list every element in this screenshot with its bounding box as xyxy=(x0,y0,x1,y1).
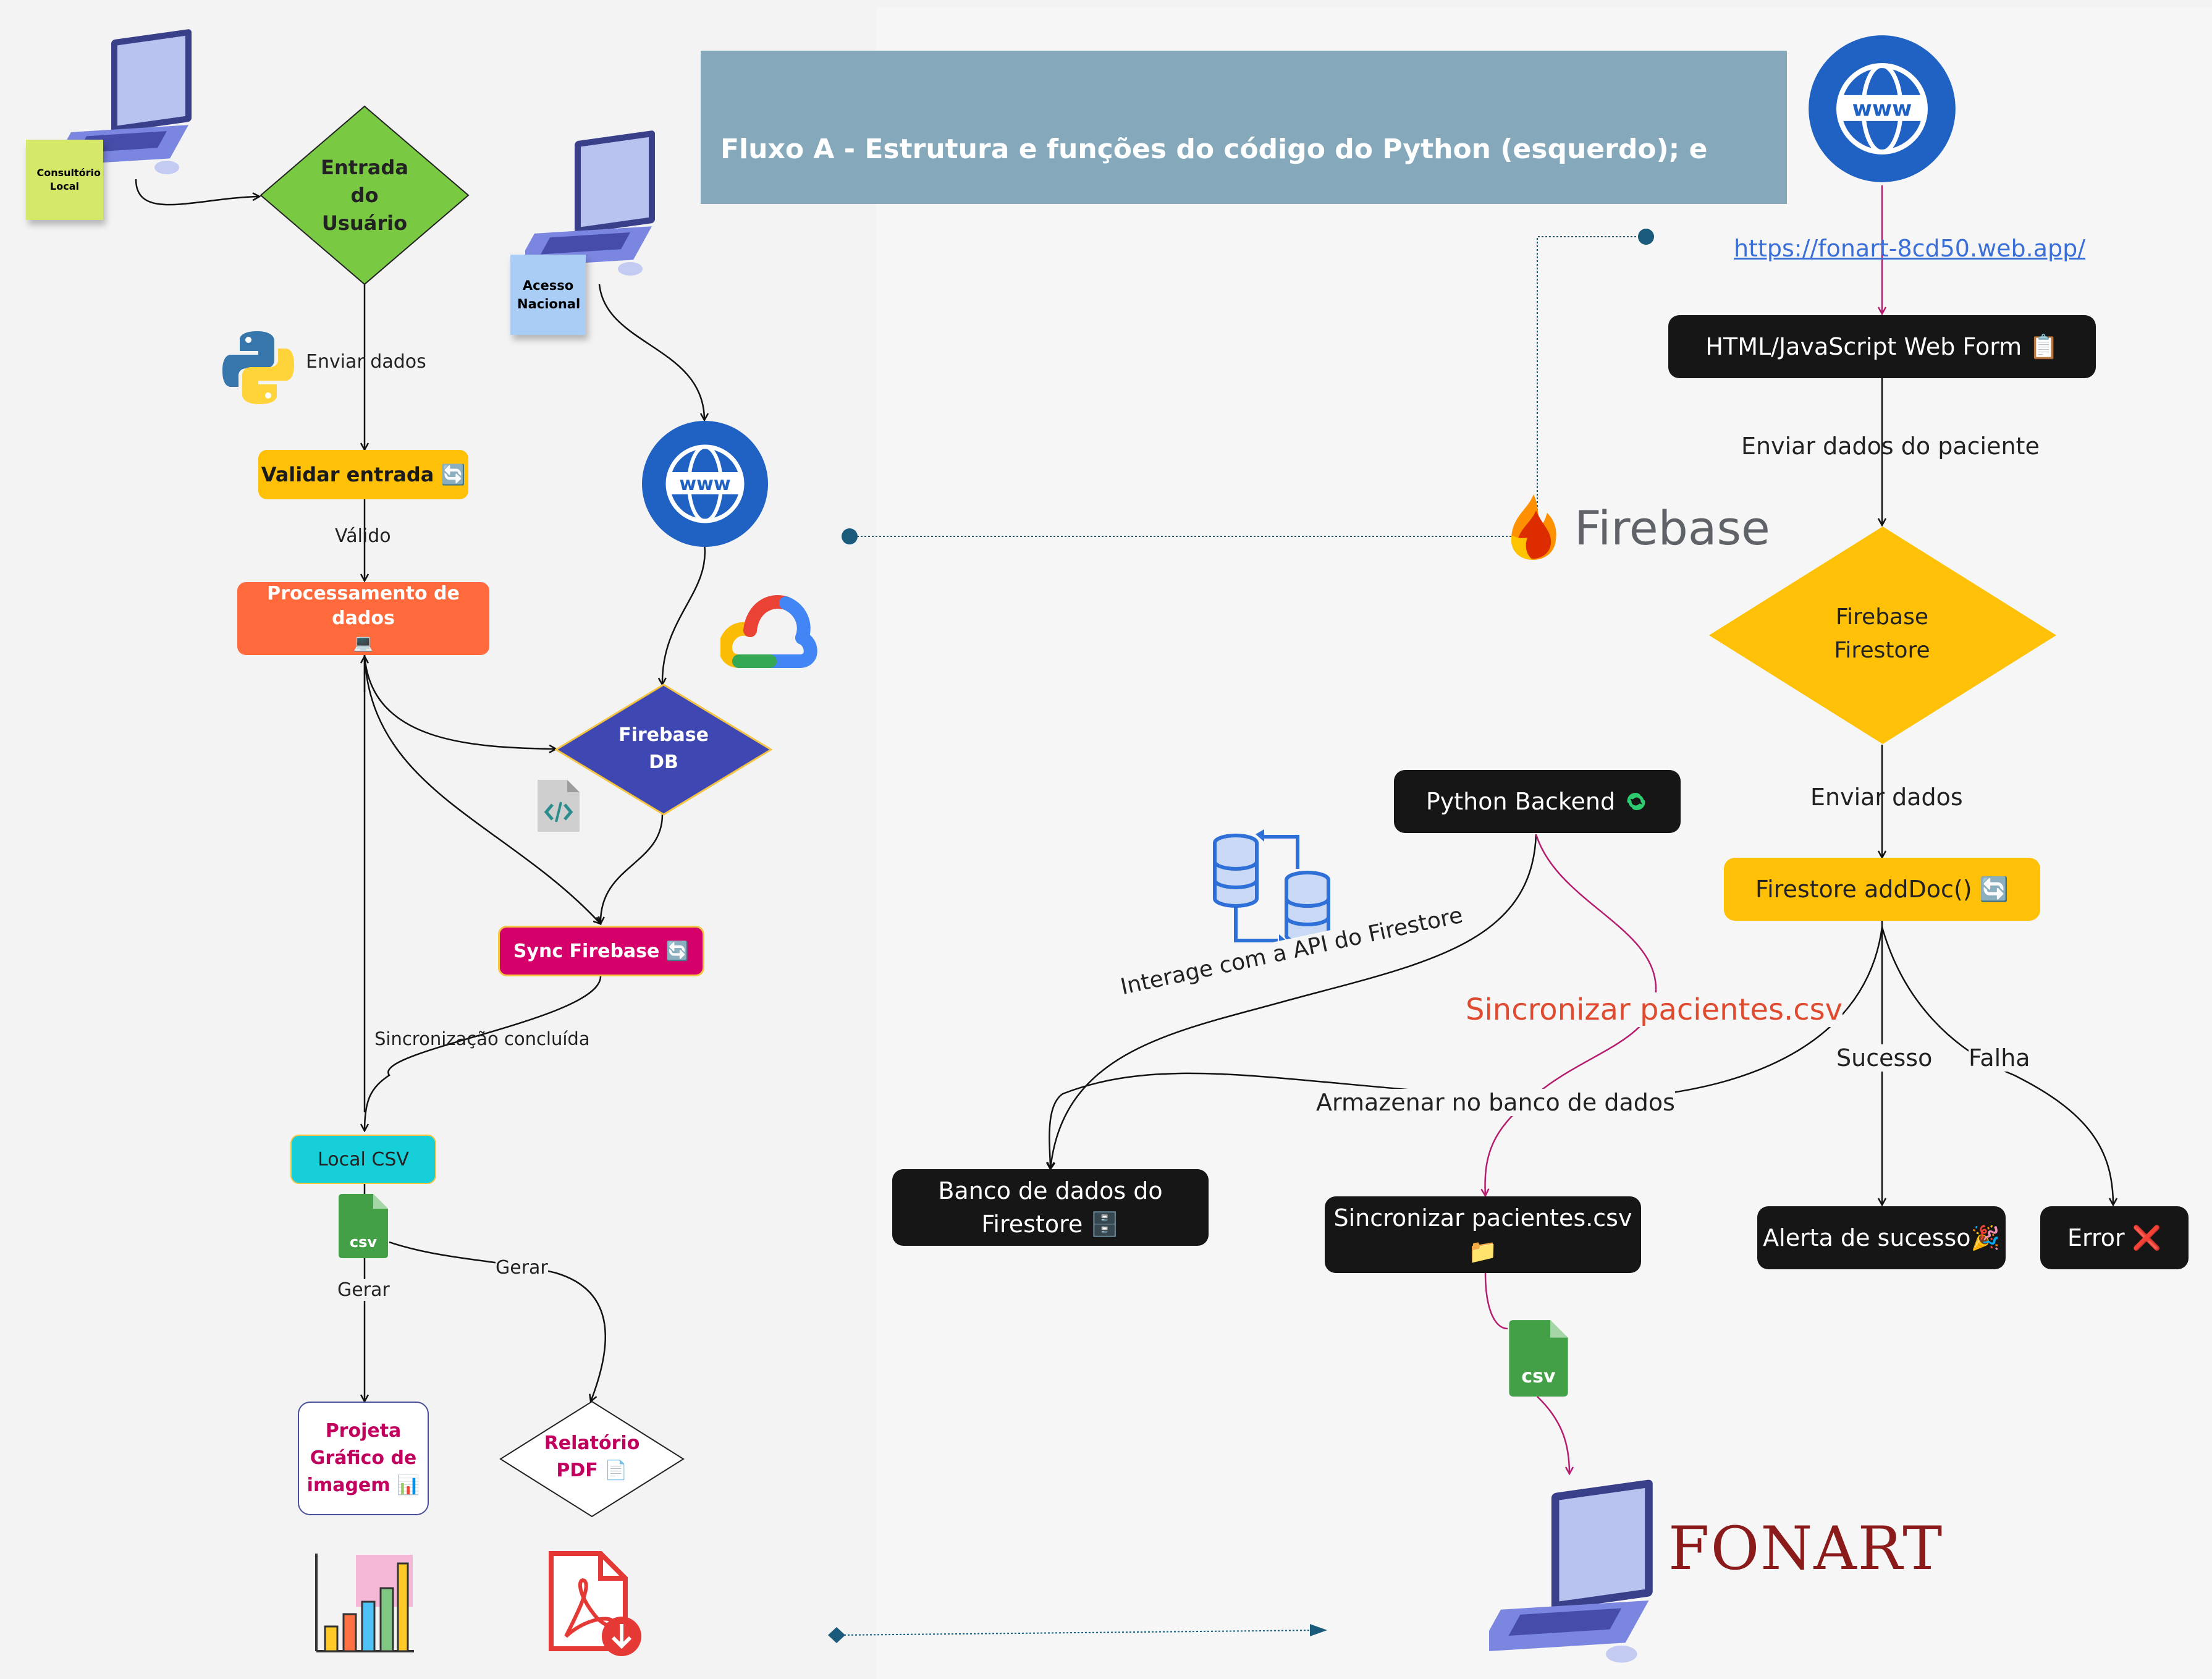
arrow-laptop-entrada xyxy=(135,179,260,206)
label-gerar-right: Gerar xyxy=(496,1257,548,1279)
python-backend-box: Python Backend xyxy=(1394,770,1681,833)
arrow-adddoc-banco xyxy=(1049,926,1883,1169)
connector-diamond-bottom xyxy=(828,1627,845,1643)
arrow-sync-localcsv xyxy=(365,976,602,1131)
connector-firebase-up xyxy=(1537,236,1646,536)
arrow-adddoc-error xyxy=(1881,926,2113,1205)
svg-text:www: www xyxy=(679,473,730,495)
arrow-nacional-www xyxy=(598,284,704,420)
firebase-db-diamond xyxy=(555,683,772,816)
alerta-sucesso-box: Alerta de sucesso🎉 xyxy=(1757,1206,2006,1269)
entrada-line2: do xyxy=(350,184,379,207)
csv-file-icon: csv xyxy=(1508,1316,1569,1400)
firebase-db-line1: Firebase xyxy=(618,724,709,746)
label-enviar-dados-paciente: Enviar dados do paciente xyxy=(1741,433,2040,460)
relatorio-pdf-diamond xyxy=(499,1400,685,1518)
csv-icon-label: csv xyxy=(349,1233,378,1251)
firestore-line1: Firebase xyxy=(1835,604,1929,630)
python-icon xyxy=(222,331,294,404)
connector-arrow-bottom xyxy=(1310,1624,1327,1636)
google-cloud-icon xyxy=(720,595,817,668)
arrow-firebasedb-sync xyxy=(601,814,664,924)
www-globe-icon: www xyxy=(642,421,768,547)
label-falha: Falha xyxy=(1969,1044,2030,1072)
sync-firebase-box: Sync Firebase 🔄 xyxy=(498,926,704,976)
projeta-grafico-box: Projeta Gráfico de imagem 📊 xyxy=(298,1402,429,1515)
error-box: Error ❌ xyxy=(2040,1206,2189,1269)
label-sincronizar-pacientes: Sincronizar pacientes.csv xyxy=(1466,992,1843,1027)
sticky-consultorio-local: Consultório Local xyxy=(26,140,103,220)
csv-file-icon: csv xyxy=(337,1193,389,1259)
arrow-sincronizar-csvicon xyxy=(1484,1272,1508,1330)
backend-logo-icon xyxy=(1627,792,1645,811)
bar-chart-icon xyxy=(315,1554,414,1652)
arrow-csv-relatorio xyxy=(389,1241,606,1402)
laptop-icon xyxy=(1489,1479,1653,1663)
connector-dot-top xyxy=(1638,229,1654,245)
title-banner: Fluxo A - Estrutura e funções do código … xyxy=(701,51,1787,204)
sincronizar-pacientes-box: Sincronizar pacientes.csv 📁 xyxy=(1325,1196,1641,1273)
relatorio-line2: PDF 📄 xyxy=(556,1460,628,1481)
connector-bottom xyxy=(836,1630,1323,1636)
local-csv-box: Local CSV xyxy=(290,1135,436,1184)
pdf-file-icon xyxy=(549,1551,641,1656)
connector-dot-left xyxy=(842,528,858,544)
arrow-backend-banco xyxy=(1050,834,1537,1169)
banco-dados-firestore-box: Banco de dados do Firestore 🗄️ xyxy=(892,1169,1209,1246)
database-sync-icon xyxy=(1213,829,1330,947)
web-form-box: HTML/JavaScript Web Form 📋 xyxy=(1668,315,2096,378)
www-globe-icon: www xyxy=(1809,35,1956,182)
arrow-csvicon-fonart xyxy=(1537,1396,1569,1474)
arrow-proc-sync xyxy=(363,654,601,924)
banner-title: Fluxo A - Estrutura e funções do código … xyxy=(720,133,1708,165)
laptop-icon xyxy=(525,130,655,276)
firebase-db-line2: DB xyxy=(649,751,678,773)
arrow-proc-firebasedb xyxy=(363,654,556,749)
entrada-usuario-diamond xyxy=(260,105,470,285)
label-enviar-dados-right: Enviar dados xyxy=(1810,784,1963,811)
label-armazenar-banco: Armazenar no banco de dados xyxy=(1316,1089,1675,1116)
firebase-flame-icon xyxy=(1511,494,1556,560)
entrada-line3: Usuário xyxy=(321,211,408,235)
label-sincronizacao-concluida: Sincronização concluída xyxy=(374,1028,590,1049)
validar-entrada-box: Validar entrada 🔄 xyxy=(258,450,468,499)
processamento-dados-box: Processamento de dados 💻 xyxy=(237,582,489,655)
code-file-icon xyxy=(538,780,580,832)
entrada-line1: Entrada xyxy=(321,156,408,179)
fonart-logo: FONART xyxy=(1668,1514,1944,1583)
app-url-link[interactable]: https://fonart-8cd50.web.app/ xyxy=(1734,235,2086,262)
label-valido: Válido xyxy=(335,525,391,547)
label-enviar-dados-left: Enviar dados xyxy=(306,351,426,373)
relatorio-line1: Relatório xyxy=(544,1432,640,1454)
label-gerar-left: Gerar xyxy=(337,1279,390,1301)
arrow-www-firebasedb xyxy=(662,543,706,685)
sticky-acesso-nacional: Acesso Nacional xyxy=(510,255,586,335)
firebase-logo-text: Firebase xyxy=(1574,501,1770,556)
firebase-firestore-diamond xyxy=(1709,527,2056,744)
svg-text:www: www xyxy=(1852,97,1912,122)
csv-icon-label-right: csv xyxy=(1521,1366,1556,1387)
firestore-line2: Firestore xyxy=(1834,638,1930,663)
right-canvas xyxy=(876,7,2212,1679)
label-sucesso: Sucesso xyxy=(1836,1044,1933,1072)
firestore-adddoc-box: Firestore addDoc() 🔄 xyxy=(1724,858,2040,921)
arrow-backend-sincronizar xyxy=(1485,834,1657,1196)
